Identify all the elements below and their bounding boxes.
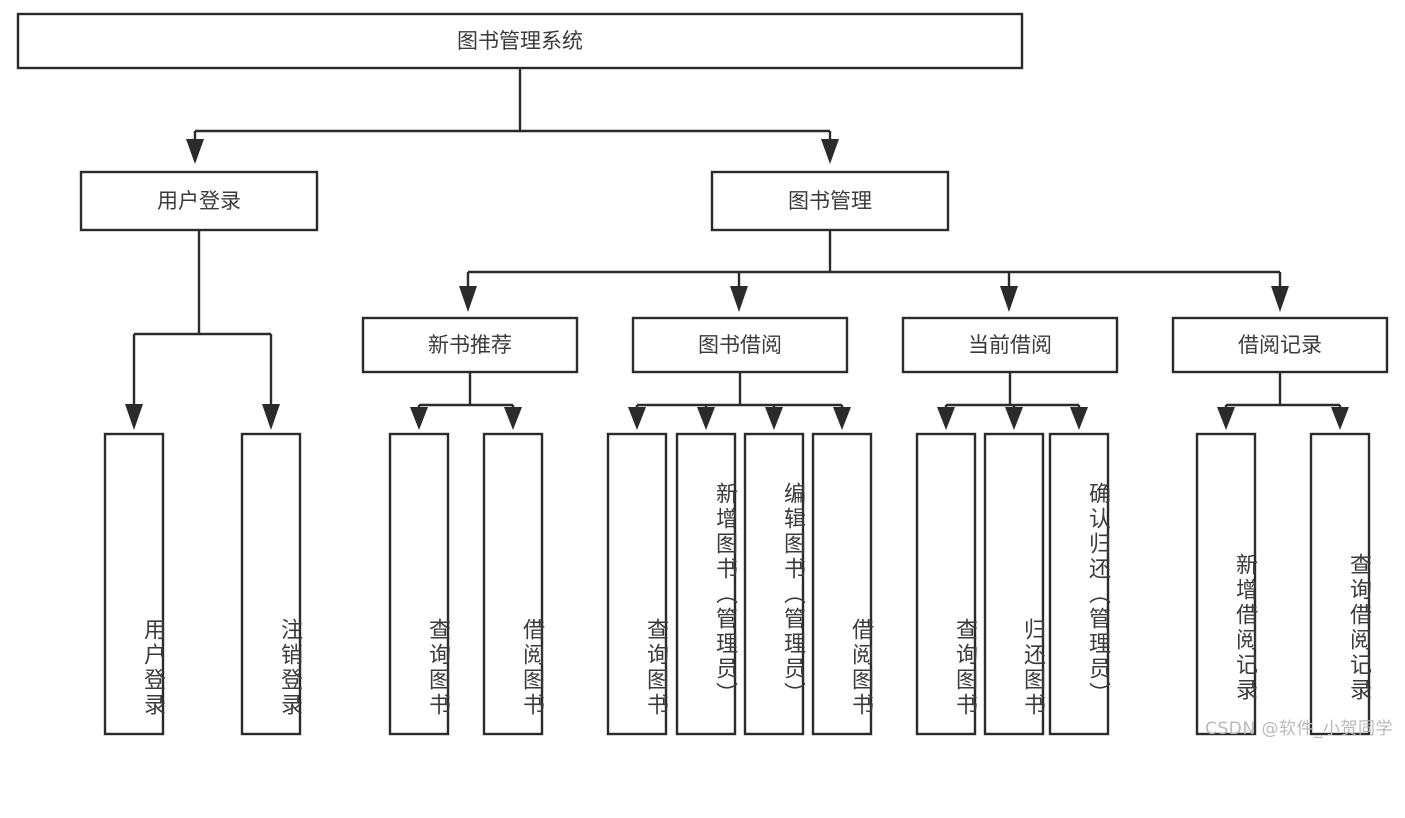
node-leaf-7-box <box>811 432 873 736</box>
arrow-l1-0-leaf-1 <box>262 404 280 430</box>
node-leaf-0[interactable] <box>103 432 165 736</box>
arrow-root-to-l1-0 <box>186 139 204 164</box>
node-leaf-4-box <box>606 432 668 736</box>
arrow-l2-2-leaf-0 <box>937 407 955 430</box>
node-leaf-8-box <box>915 432 977 736</box>
node-leaf-3-box <box>482 432 544 736</box>
node-leaf-5-box <box>675 432 737 736</box>
arrow-l2-3-leaf-0 <box>1217 407 1235 430</box>
arrow-root-to-l1-1 <box>821 139 839 164</box>
node-leaf-10[interactable] <box>1048 432 1110 736</box>
node-level2-3-box <box>1171 316 1389 374</box>
node-leaf-9-box <box>983 432 1045 736</box>
arrow-l2-1-leaf-2 <box>765 407 783 430</box>
node-leaf-1-box <box>240 432 302 736</box>
arrow-l2-2 <box>1000 286 1018 312</box>
node-root[interactable]: 图书管理系统 <box>16 12 1024 70</box>
arrow-l2-0-leaf-0 <box>410 407 428 430</box>
node-level2-0[interactable]: 新书推荐 <box>361 316 579 374</box>
arrow-l2-2-leaf-1 <box>1005 407 1023 430</box>
arrow-l2-1 <box>730 286 748 312</box>
node-level2-2[interactable]: 当前借阅 <box>901 316 1119 374</box>
arrow-l2-1-leaf-0 <box>628 407 646 430</box>
tree-svg: 图书管理系统 用户登录 图书管理 <box>16 12 1389 736</box>
arrow-l2-3 <box>1271 286 1289 312</box>
node-level2-2-box <box>901 316 1119 374</box>
node-level2-1-label: 图书借阅 <box>698 333 782 357</box>
node-leaf-6[interactable] <box>743 432 805 736</box>
node-leaf-4[interactable] <box>606 432 668 736</box>
node-leaf-2-box <box>388 432 450 736</box>
node-leaf-12[interactable] <box>1309 432 1371 736</box>
node-level2-0-label: 新书推荐 <box>428 333 512 357</box>
node-level2-3-label: 借阅记录 <box>1238 333 1322 357</box>
node-level1-1-box <box>710 170 950 232</box>
node-root-label: 图书管理系统 <box>457 29 583 53</box>
node-level2-2-label: 当前借阅 <box>968 333 1052 357</box>
arrow-l1-0-leaf-0 <box>125 404 143 430</box>
node-level2-1[interactable]: 图书借阅 <box>631 316 849 374</box>
arrow-l2-3-leaf-1 <box>1331 407 1349 430</box>
node-leaf-11[interactable] <box>1195 432 1257 736</box>
node-leaf-12-box <box>1309 432 1371 736</box>
node-level2-0-box <box>361 316 579 374</box>
arrow-l2-2-leaf-2 <box>1070 407 1088 430</box>
diagram-canvas: 图书管理系统 用户登录 图书管理 <box>16 12 1393 739</box>
arrow-l2-0 <box>459 286 477 312</box>
node-level1-0-label: 用户登录 <box>157 189 241 213</box>
node-root-box <box>16 12 1024 70</box>
node-level1-1[interactable]: 图书管理 <box>710 170 950 232</box>
node-leaf-3[interactable] <box>482 432 544 736</box>
watermark-text: CSDN @软件_小贺同学 <box>1205 719 1393 739</box>
node-leaf-5[interactable] <box>675 432 737 736</box>
node-leaf-0-box <box>103 432 165 736</box>
node-level1-0[interactable]: 用户登录 <box>79 170 319 232</box>
node-leaf-9[interactable] <box>983 432 1045 736</box>
node-leaf-7[interactable] <box>811 432 873 736</box>
node-level1-1-label: 图书管理 <box>788 189 872 213</box>
node-level2-1-box <box>631 316 849 374</box>
arrow-l2-0-leaf-1 <box>504 407 522 430</box>
node-leaf-1[interactable] <box>240 432 302 736</box>
node-level2-3[interactable]: 借阅记录 <box>1171 316 1389 374</box>
arrow-l2-1-leaf-3 <box>833 407 851 430</box>
node-leaf-10-box <box>1048 432 1110 736</box>
node-leaf-8[interactable] <box>915 432 977 736</box>
node-leaf-6-box <box>743 432 805 736</box>
node-leaf-11-box <box>1195 432 1257 736</box>
arrow-l2-1-leaf-1 <box>697 407 715 430</box>
node-leaf-2[interactable] <box>388 432 450 736</box>
